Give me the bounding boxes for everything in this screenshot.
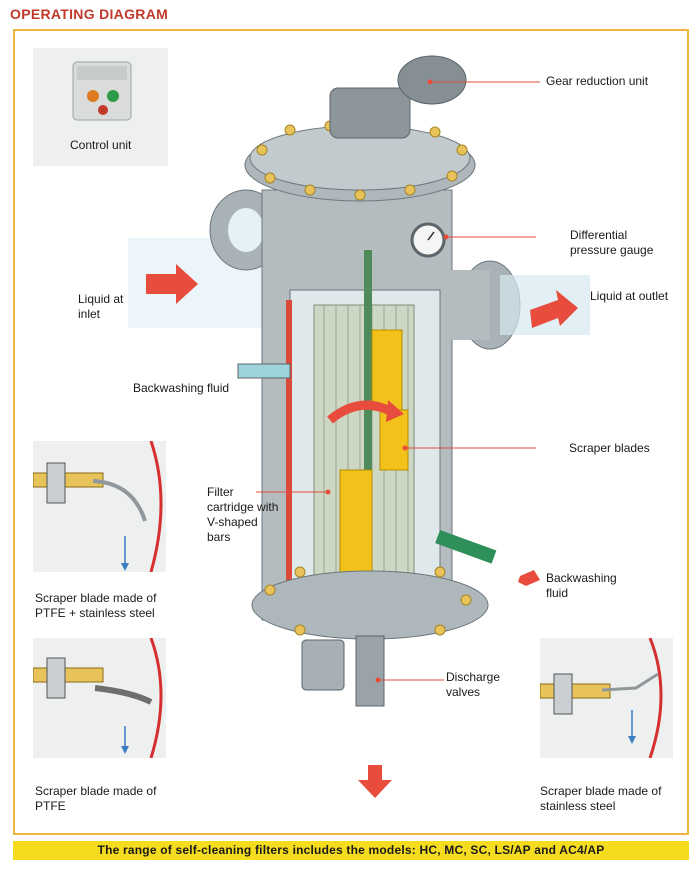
outlet-arrow bbox=[530, 290, 578, 328]
bottom-flange bbox=[251, 570, 489, 640]
backwash-pipe-right bbox=[435, 529, 497, 564]
backwash-pipe-left bbox=[237, 363, 291, 379]
scraper-blade-3 bbox=[379, 409, 409, 471]
scraper-blade-2 bbox=[339, 469, 373, 581]
inset-ptfe-drawing bbox=[33, 638, 163, 758]
backwash-fluid-right-label: Backwashing fluid bbox=[546, 571, 617, 600]
control-unit-label: Control unit bbox=[70, 138, 132, 152]
page-title: OPERATING DIAGRAM bbox=[10, 6, 169, 22]
inset-ptfe-steel-drawing bbox=[33, 441, 163, 572]
gear-reduction-unit bbox=[329, 87, 411, 139]
backwash-arrow-right bbox=[518, 570, 540, 586]
discharge-arrow bbox=[358, 765, 392, 798]
gear-reduction-label: Gear reduction unit bbox=[546, 74, 649, 88]
scraper-blades-label: Scraper blades bbox=[569, 441, 650, 455]
control-unit-image bbox=[72, 61, 132, 121]
backwash-fluid-left-label: Backwashing fluid bbox=[133, 381, 230, 395]
inset-steel-drawing bbox=[540, 638, 663, 758]
scraper-blade-1 bbox=[371, 329, 403, 411]
rotation-arrow bbox=[327, 400, 395, 424]
inset-steel-label: Scraper blade made of stainless steel bbox=[540, 784, 662, 813]
liquid-outlet-label: Liquid at outlet bbox=[590, 289, 669, 303]
diagram-frame bbox=[13, 29, 689, 835]
liquid-inlet-label: Liquid at inlet bbox=[78, 292, 124, 321]
inlet-arrow bbox=[146, 264, 198, 304]
pressure-gauge-label: Differential pressure gauge bbox=[570, 228, 654, 257]
footer-models-bar: The range of self-cleaning filters inclu… bbox=[13, 841, 689, 860]
drive-shaft bbox=[364, 250, 372, 610]
discharge-valve bbox=[355, 635, 385, 707]
discharge-valves-label: Discharge valves bbox=[446, 670, 501, 699]
inset-ptfe-steel-label: Scraper blade made of PTFE + stainless s… bbox=[35, 591, 157, 620]
inset-ptfe-label: Scraper blade made of PTFE bbox=[35, 784, 157, 813]
filter-cartridge-label: Filter cartridge with V-shaped bars bbox=[207, 485, 279, 544]
